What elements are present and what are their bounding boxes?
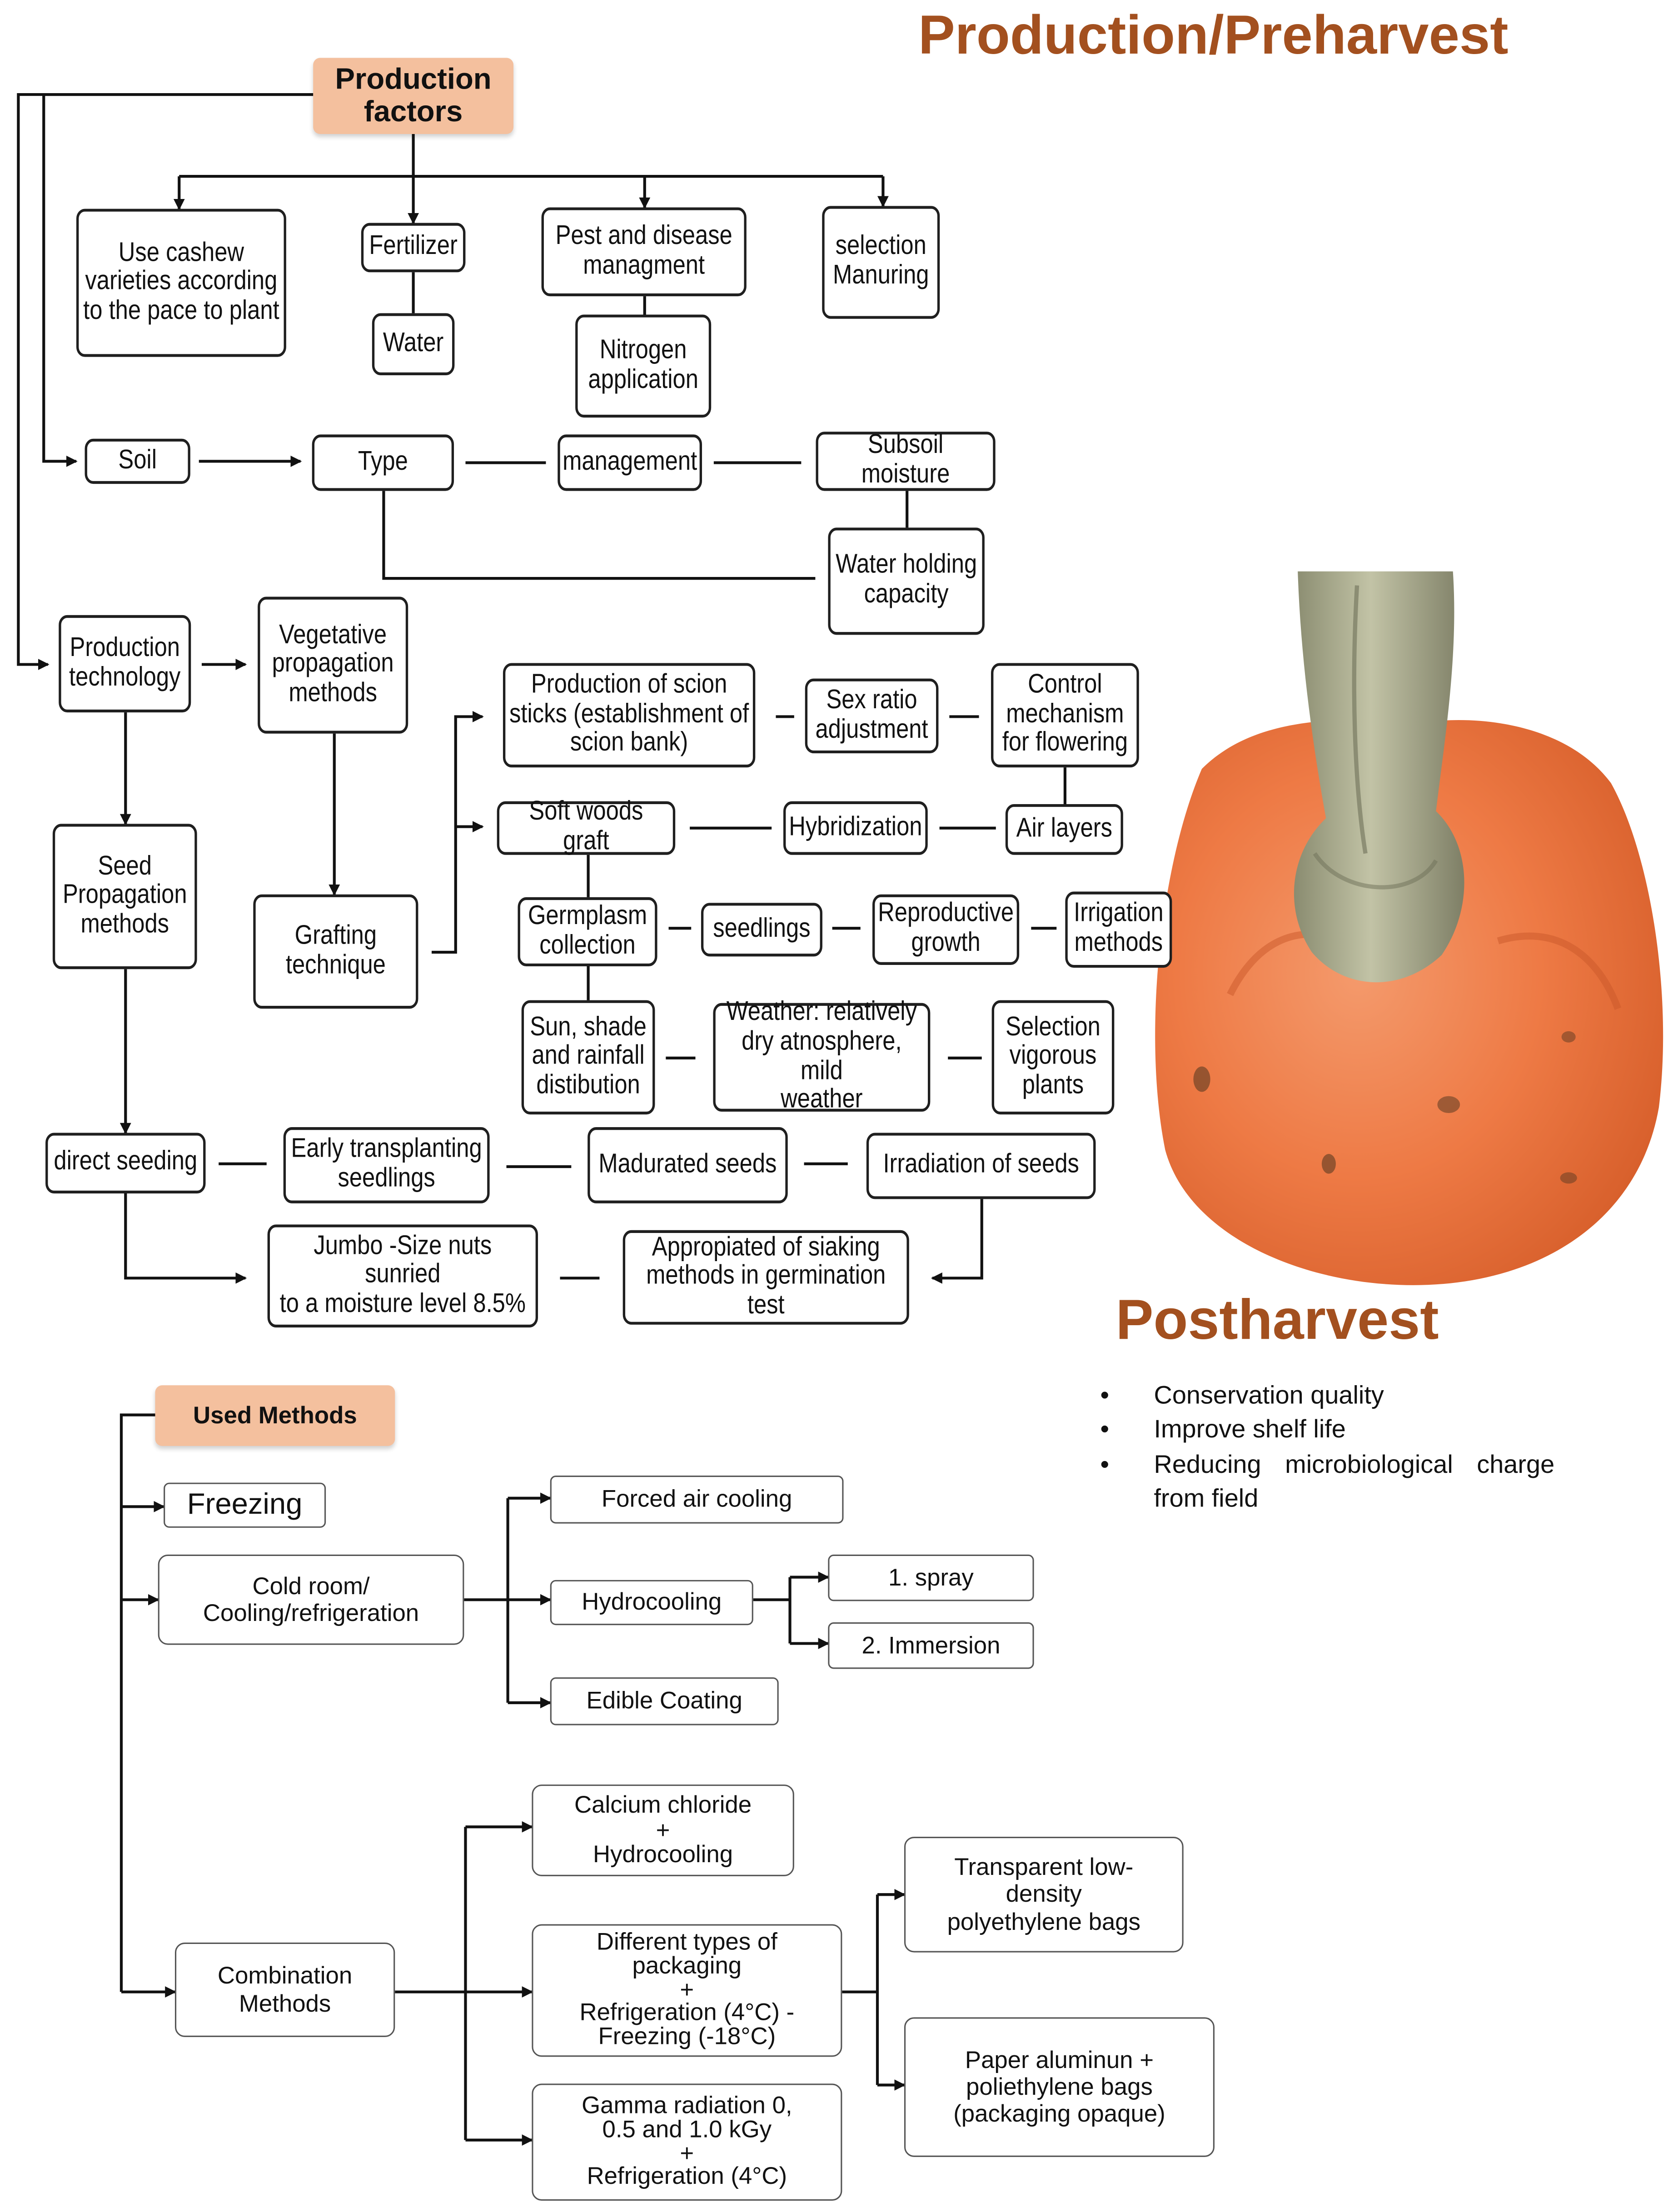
production-technology-node: Production technology [59, 615, 191, 713]
postharvest-goals: Conservation quality Improve shelf life … [1100, 1378, 1555, 1516]
calcium-chloride-node: Calcium chloride + Hydrocooling [532, 1785, 794, 1876]
type-node: Type [312, 434, 454, 491]
preharvest-title: Production/Preharvest [918, 5, 1509, 66]
irradiation-seeds-node: Irradiation of seeds [866, 1133, 1096, 1199]
irrigation-methods-node: Irrigation methods [1065, 891, 1172, 968]
siaking-methods-node: Appropiated of siaking methods in germin… [622, 1230, 909, 1325]
direct-seeding-node: direct seeding [45, 1133, 206, 1193]
hybridization-node: Hybridization [783, 801, 928, 855]
germplasm-node: Germplasm collection [518, 897, 657, 967]
production-factors-node: Production factors [313, 58, 514, 134]
gamma-radiation-node: Gamma radiation 0, 0.5 and 1.0 kGy + Ref… [532, 2083, 842, 2201]
early-transplanting-node: Early transplanting seedlings [283, 1127, 490, 1203]
immersion-node: 2. Immersion [828, 1622, 1034, 1669]
goal-item: Improve shelf life [1100, 1413, 1555, 1448]
control-flowering-node: Control mechanism for flowering [991, 663, 1139, 768]
sex-ratio-node: Sex ratio adjustment [805, 678, 939, 754]
water-node: Water [372, 313, 455, 375]
forced-air-cooling-node: Forced air cooling [550, 1476, 844, 1524]
jumbo-nuts-node: Jumbo -Size nuts sunried to a moisture l… [267, 1224, 538, 1327]
seed-propagation-node: Seed Propagation methods [52, 824, 197, 969]
nitrogen-node: Nitrogen application [575, 314, 712, 418]
soil-node: Soil [85, 438, 190, 484]
fertilizer-node: Fertilizer [361, 223, 466, 273]
cashew-varieties-node: Use cashew varieties according to the pa… [76, 209, 286, 357]
cold-room-node: Cold room/ Cooling/refrigeration [158, 1554, 464, 1645]
paper-aluminum-node: Paper aluminun + poliethylene bags (pack… [904, 2017, 1215, 2157]
pest-disease-node: Pest and disease managment [541, 207, 747, 297]
sun-shade-node: Sun, shade and rainfall distibution [521, 1000, 655, 1115]
hydrocooling-node: Hydrocooling [550, 1580, 753, 1625]
combination-methods-node: Combination Methods [174, 1942, 395, 2037]
grafting-technique-node: Grafting technique [253, 894, 418, 1009]
soft-woods-graft-node: Soft woods graft [497, 798, 676, 856]
freezing-node: Freezing [164, 1482, 326, 1528]
spray-node: 1. spray [828, 1554, 1034, 1601]
goal-item: Reducing microbiological charge from fie… [1100, 1447, 1555, 1516]
air-layers-node: Air layers [1005, 804, 1123, 855]
cashew-apple-photo [1155, 571, 1663, 1285]
transparent-bags-node: Transparent low- density polyethylene ba… [904, 1836, 1184, 1953]
scion-sticks-node: Production of scion sticks (establishmen… [503, 663, 756, 768]
used-methods-node: Used Methods [155, 1385, 395, 1446]
selection-vigorous-node: Selection vigorous plants [991, 1000, 1115, 1115]
management-node: management [558, 434, 702, 491]
selection-manuring-node: selection Manuring [822, 206, 940, 319]
reproductive-growth-node: Reproductive growth [872, 894, 1020, 965]
subsoil-moisture-node: Subsoil moisture [816, 431, 996, 491]
packaging-types-node: Different types of packaging + Refrigera… [532, 1924, 842, 2057]
vegetative-propagation-node: Vegetative propagation methods [258, 596, 408, 734]
seedlings-node: seedlings [701, 903, 822, 957]
water-holding-node: Water holding capacity [828, 527, 985, 635]
weather-node: Weather: relatively dry atnosphere, mild… [713, 999, 931, 1114]
madurated-seeds-node: Madurated seeds [588, 1127, 788, 1203]
edible-coating-node: Edible Coating [550, 1677, 779, 1725]
goal-item: Conservation quality [1100, 1378, 1555, 1413]
postharvest-title: Postharvest [1115, 1289, 1439, 1352]
